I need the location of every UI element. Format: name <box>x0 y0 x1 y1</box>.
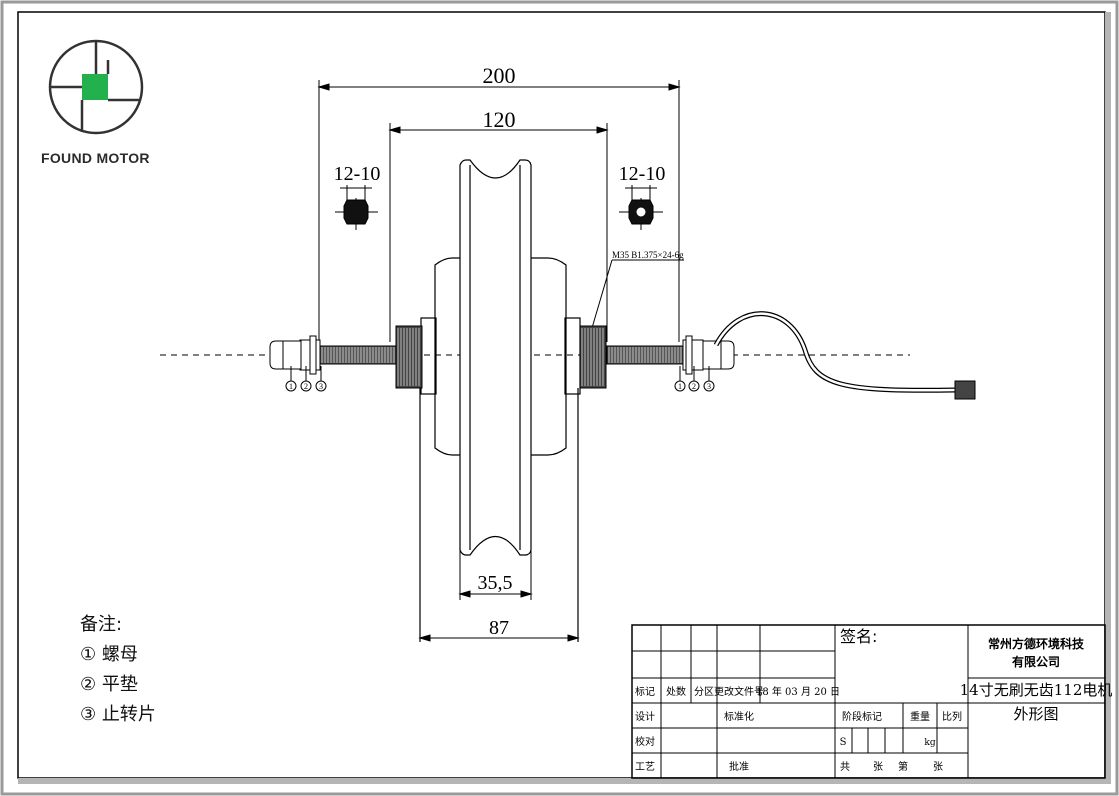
shaft-right <box>579 325 735 389</box>
company-line2: 有限公司 <box>1012 654 1060 669</box>
sheet-unit2: 张 <box>933 761 943 773</box>
standardization-cell: 标准化 <box>724 710 754 723</box>
note-item-nut: ① 螺母 <box>80 644 138 665</box>
stage-s-cell: S <box>840 737 847 748</box>
header-count: 处数 <box>666 685 686 698</box>
drawing-title-line2: 外形图 <box>1013 705 1058 723</box>
motor-cable <box>713 311 956 393</box>
dim-label-35-5: 35,5 <box>478 572 513 594</box>
shaft-left <box>269 325 423 389</box>
left-nut-label: 12-10 <box>334 163 381 185</box>
dimension-87 <box>418 634 580 642</box>
signature-label: 签名: <box>840 627 877 646</box>
row-label-design: 设计 <box>635 710 655 723</box>
inner-frame <box>17 11 1106 779</box>
callout-right-3: 3 <box>707 382 711 391</box>
brand-name: FOUND MOTOR <box>41 150 150 166</box>
row-label-mark: 标记 <box>635 686 655 698</box>
callout-right-2: 2 <box>692 382 696 391</box>
left-nut-detail <box>335 185 378 230</box>
callout-left-3: 3 <box>319 382 323 391</box>
dim-label-87: 87 <box>489 617 509 639</box>
weight-cell: 重量 <box>910 710 930 723</box>
dim-label-120: 120 <box>483 107 516 132</box>
notes-title: 备注: <box>80 614 123 635</box>
stage-mark-cell: 阶段标记 <box>842 710 882 723</box>
header-change-doc: 更改文件号 <box>714 685 764 698</box>
row-label-process: 工艺 <box>635 761 655 773</box>
dim-label-200: 200 <box>483 63 516 88</box>
right-nut-label: 12-10 <box>619 163 666 185</box>
part-callouts-left <box>285 366 327 392</box>
callout-right-1: 1 <box>678 382 682 391</box>
note-item-lock-plate: ③ 止转片 <box>80 704 156 725</box>
drawing-title-line1: 14寸无刷无齿112电机 <box>960 681 1113 699</box>
wheel-rim <box>459 159 532 556</box>
brand-logo-icon <box>48 39 144 135</box>
dimension-200 <box>317 80 681 342</box>
dimension-35-5 <box>458 550 533 600</box>
notes-block: 备注: ① 螺母 ② 平垫 ③ 止转片 <box>80 610 156 730</box>
dimension-120 <box>388 123 609 342</box>
unit-kg-cell: kg <box>924 738 935 748</box>
header-zone: 分区 <box>694 686 714 698</box>
motor-hub <box>419 257 581 642</box>
note-item-washer: ② 平垫 <box>80 674 138 695</box>
sheet-total: 共 <box>840 761 850 773</box>
right-nut-detail <box>619 185 663 230</box>
sheet-no: 第 <box>898 760 908 773</box>
callout-left-2: 2 <box>304 382 308 391</box>
logo-green-square <box>82 74 108 100</box>
callout-left-1: 1 <box>289 382 293 391</box>
approval-cell: 批准 <box>729 760 749 773</box>
sheet-unit1: 张 <box>873 761 883 773</box>
company-line1: 常州方德环境科技 <box>988 636 1085 651</box>
scale-cell: 比列 <box>942 710 962 723</box>
part-callouts-right <box>674 366 715 392</box>
thread-spec-label: M35 B1.375×24-6g <box>612 250 684 260</box>
row-label-check: 校对 <box>635 735 655 748</box>
date-cell: 18 年 03 月 20 日 <box>756 685 840 698</box>
title-block <box>631 624 1106 779</box>
